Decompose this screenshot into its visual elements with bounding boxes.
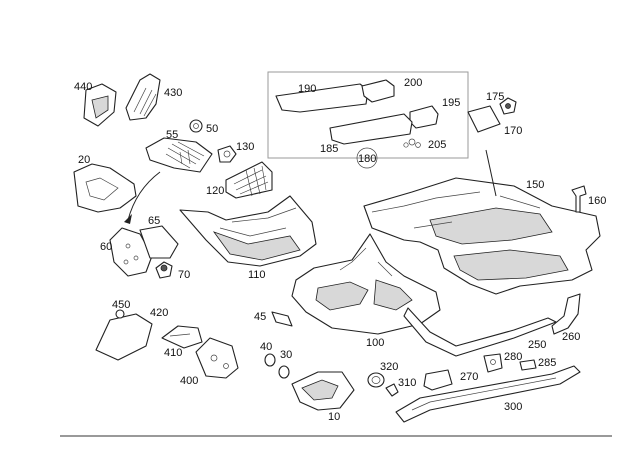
label-310: 310	[398, 377, 416, 389]
label-45: 45	[254, 311, 266, 323]
pad-170-clip-175	[467, 97, 587, 213]
label-160: 160	[588, 195, 606, 207]
label-180: 180	[358, 153, 376, 165]
vent-grille-group	[145, 119, 273, 199]
insulation-10	[291, 371, 355, 411]
label-30: 30	[280, 349, 292, 361]
label-65: 65	[148, 215, 160, 227]
label-130: 130	[236, 141, 254, 153]
label-300: 300	[504, 401, 522, 413]
label-320: 320	[380, 361, 398, 373]
label-40: 40	[260, 341, 272, 353]
label-185: 185	[320, 143, 338, 155]
label-420: 420	[150, 307, 168, 319]
label-150: 150	[526, 179, 544, 191]
rear-floor-150	[363, 149, 601, 295]
label-200: 200	[404, 77, 422, 89]
label-100: 100	[366, 337, 384, 349]
plug-320-310	[367, 372, 399, 397]
floor-carpet-100	[291, 233, 441, 335]
label-440: 440	[74, 81, 92, 93]
pointer-arrow	[124, 171, 161, 224]
label-195: 195	[442, 97, 460, 109]
label-250: 250	[528, 339, 546, 351]
label-410: 410	[164, 347, 182, 359]
label-70: 70	[178, 269, 190, 281]
side-trim-20	[73, 163, 137, 213]
label-450: 450	[112, 299, 130, 311]
sill-channel-250-260	[403, 293, 581, 357]
label-400: 400	[180, 375, 198, 387]
label-280: 280	[504, 351, 522, 363]
sill-plate-300	[395, 353, 581, 423]
label-50: 50	[206, 123, 218, 135]
brackets-lower-left	[95, 309, 239, 379]
floor-panel-110	[179, 195, 317, 267]
label-170: 170	[504, 125, 522, 137]
label-205: 205	[428, 139, 446, 151]
panel-60-65-70	[109, 225, 179, 279]
label-285: 285	[538, 357, 556, 369]
label-270: 270	[460, 371, 478, 383]
label-110: 110	[248, 269, 266, 281]
label-175: 175	[486, 91, 504, 103]
part-labels: 440 430 50 55 130 120 20 65 60 70 110 19…	[74, 77, 606, 423]
label-10: 10	[328, 411, 340, 423]
label-120: 120	[206, 185, 224, 197]
label-190: 190	[298, 83, 316, 95]
label-260: 260	[562, 331, 580, 343]
label-55: 55	[166, 129, 178, 141]
label-20: 20	[78, 154, 90, 166]
bracket-440-430	[83, 73, 161, 127]
label-430: 430	[164, 87, 182, 99]
fasteners-40-30-45	[264, 311, 293, 379]
label-60: 60	[100, 241, 112, 253]
carpet-set-inset	[267, 71, 469, 169]
